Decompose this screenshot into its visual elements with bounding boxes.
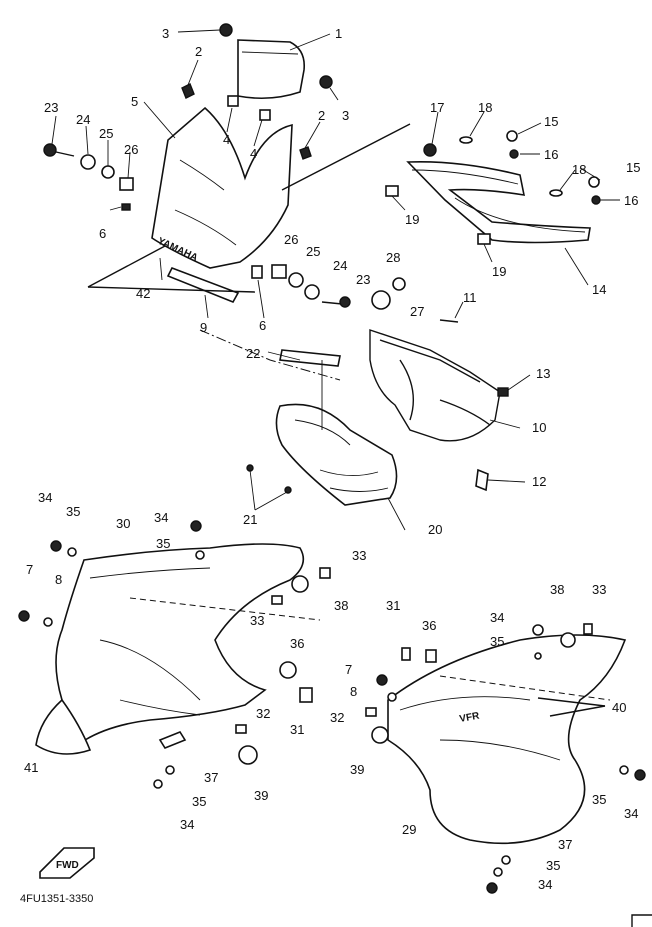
callout-32: 32 [256,706,270,721]
callout-4: 4 [250,146,257,161]
callout-34: 34 [154,510,168,525]
callout-35: 35 [592,792,606,807]
callout-10: 10 [532,420,546,435]
callout-27: 27 [410,304,424,319]
part-1-visor [237,39,306,100]
callout-33: 33 [592,582,606,597]
callout-31: 31 [386,598,400,613]
callout-36: 36 [422,618,436,633]
callout-1: 1 [335,26,342,41]
callout-8: 8 [55,572,62,587]
callout-7: 7 [26,562,33,577]
leader-lines [51,29,620,531]
upper-bracket-group [385,130,601,245]
callout-34: 34 [624,806,638,821]
part-10-stay [369,329,501,442]
callout-18: 18 [572,162,586,177]
callout-38: 38 [334,598,348,613]
callout-34: 34 [490,610,504,625]
callout-42: 42 [136,286,150,301]
callout-34: 34 [38,490,52,505]
callout-26: 26 [124,142,138,157]
callout-25: 25 [306,244,320,259]
callout-2: 2 [318,108,325,123]
callout-30: 30 [116,516,130,531]
callout-2: 2 [195,44,202,59]
part-code: 4FU1351-3350 [20,893,93,905]
callout-24: 24 [333,258,347,273]
callout-23: 23 [356,272,370,287]
callout-12: 12 [532,474,546,489]
callout-39: 39 [350,762,364,777]
callout-35: 35 [546,858,560,873]
callout-labels: 1 2 2 3 3 4 4 5 6 6 7 7 8 8 9 10 11 12 1… [24,26,640,892]
callout-14: 14 [592,282,606,297]
callout-40: 40 [612,700,626,715]
callout-3: 3 [342,108,349,123]
callout-4: 4 [223,132,230,147]
callout-15: 15 [544,114,558,129]
stay-frame-group [369,319,509,492]
emblem-side: VFR [459,711,481,725]
callout-37: 37 [558,837,572,852]
callout-19: 19 [405,212,419,227]
callout-17: 17 [430,100,444,115]
callout-16: 16 [624,193,638,208]
callout-24: 24 [76,112,90,127]
callout-35: 35 [156,536,170,551]
callout-29: 29 [402,822,416,837]
callout-39: 39 [254,788,268,803]
callout-5: 5 [131,94,138,109]
part-20-shell [275,403,398,506]
callout-34: 34 [180,817,194,832]
windscreen-group: YAMAHA [43,23,406,310]
callout-33: 33 [352,548,366,563]
callout-38: 38 [550,582,564,597]
callout-28: 28 [386,250,400,265]
reference-lines [87,123,611,717]
callout-6: 6 [99,226,106,241]
headlight-shell-group [246,349,398,506]
callout-3: 3 [162,26,169,41]
callout-34: 34 [538,877,552,892]
part-14-bracket [406,160,591,244]
callout-20: 20 [428,522,442,537]
callout-19: 19 [492,264,506,279]
callout-26: 26 [284,232,298,247]
callout-35: 35 [66,504,80,519]
callout-35: 35 [192,794,206,809]
callout-25: 25 [99,126,113,141]
callout-23: 23 [44,100,58,115]
callout-37: 37 [204,770,218,785]
callout-21: 21 [243,512,257,527]
callout-11: 11 [463,290,477,305]
callout-41: 41 [24,760,38,775]
callout-18: 18 [478,100,492,115]
callout-7: 7 [345,662,352,677]
part-30-left-cowl [55,543,305,742]
callout-22: 22 [246,346,260,361]
callout-9: 9 [200,320,207,335]
part-9-strip [166,266,240,304]
callout-31: 31 [290,722,304,737]
callout-35: 35 [490,634,504,649]
corner-mark [631,914,652,927]
callout-8: 8 [350,684,357,699]
left-cowling-group [18,520,331,789]
callout-32: 32 [330,710,344,725]
callout-16: 16 [544,147,558,162]
part-41-left-inner [35,698,92,755]
fwd-label: FWD [56,860,79,871]
part-29-right-cowl [387,634,627,845]
fwd-arrow: FWD [39,847,95,879]
right-cowling-group: VFR [365,623,646,894]
callout-15: 15 [626,160,640,175]
callout-6: 6 [259,318,266,333]
callout-13: 13 [536,366,550,381]
callout-33: 33 [250,613,264,628]
callout-36: 36 [290,636,304,651]
